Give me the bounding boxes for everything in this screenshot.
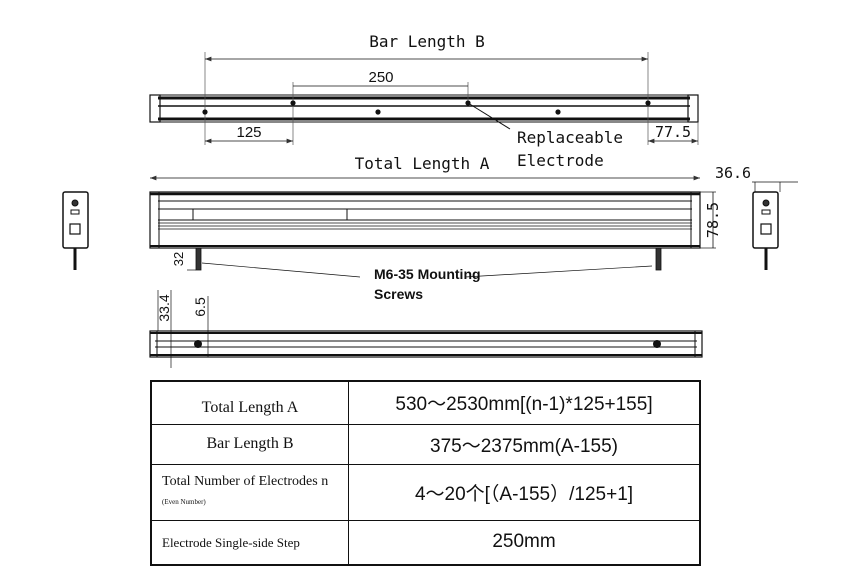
- end-cap-module-left: [62, 191, 89, 270]
- electrode-dot: [645, 100, 651, 106]
- total-length-label: Total Length A: [355, 154, 490, 173]
- pitch-250-label: 250: [368, 69, 393, 86]
- screw-32-label: 32: [171, 252, 186, 266]
- electrode-dot: [202, 109, 208, 115]
- front-view: [149, 175, 798, 278]
- bottom-view: [149, 290, 703, 368]
- end-cap-module-right: [752, 191, 779, 270]
- table-row: Total Length A 530～2530mm[(n-1)*125+155]: [150, 380, 701, 425]
- row-label: Total Number of Electrodes n: [162, 474, 329, 489]
- row-label: Total Length A: [150, 380, 349, 425]
- row-label: Electrode Single-side Step: [150, 519, 349, 566]
- top-view: [149, 52, 699, 145]
- height-78-5-label: 78.5: [704, 202, 722, 238]
- electrode-dot: [555, 109, 561, 115]
- row-value: 4～20个[（A-155）/125+1]: [348, 463, 701, 521]
- electrode-dot: [375, 109, 381, 115]
- depth-33-4-label: 33.4: [156, 294, 172, 321]
- row-value: 250mm: [348, 519, 701, 566]
- row-label-cell: Total Number of Electrodes n (Even Numbe…: [150, 463, 349, 521]
- electrode-dot: [465, 100, 471, 106]
- screws-label-line1: M6-35 Mounting: [374, 266, 481, 282]
- spec-table: Total Length A 530～2530mm[(n-1)*125+155]…: [150, 380, 701, 566]
- row-value: 530～2530mm[(n-1)*125+155]: [348, 380, 701, 425]
- offset-6-5-label: 6.5: [192, 297, 208, 317]
- offset-125-label: 125: [236, 124, 261, 141]
- bar-length-label: Bar Length B: [369, 32, 485, 51]
- row-value: 375～2375mm(A-155): [348, 423, 701, 465]
- end-77-5-label: 77.5: [655, 123, 691, 141]
- row-label-note: (Even Number): [162, 498, 206, 506]
- screws-label-line2: Screws: [374, 286, 423, 302]
- table-row: Bar Length B 375～2375mm(A-155): [150, 423, 701, 465]
- row-label: Bar Length B: [150, 423, 349, 465]
- electrode-label-line1: Replaceable: [517, 128, 623, 147]
- width-36-6-label: 36.6: [715, 164, 751, 182]
- electrode-dot: [290, 100, 296, 106]
- electrode-label-line2: Electrode: [517, 151, 604, 170]
- table-row: Electrode Single-side Step 250mm: [150, 519, 701, 566]
- table-row: Total Number of Electrodes n (Even Numbe…: [150, 463, 701, 521]
- electrode-dots: [202, 100, 651, 115]
